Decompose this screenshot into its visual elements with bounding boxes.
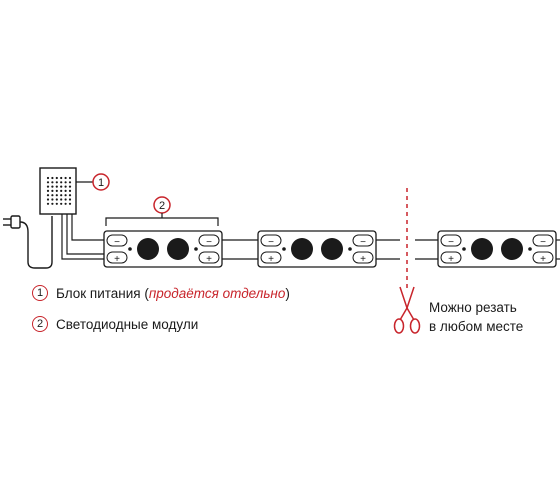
grille-dot — [60, 176, 63, 180]
grille-dot — [68, 202, 72, 205]
svg-text:−: − — [206, 237, 212, 248]
svg-text:2: 2 — [159, 200, 165, 212]
grille-dot — [64, 185, 67, 188]
grille-dot — [68, 198, 72, 201]
grille-dot — [68, 181, 72, 184]
svg-text:1: 1 — [98, 177, 104, 189]
svg-text:+: + — [206, 254, 212, 265]
grille-dot — [68, 185, 72, 188]
grille-dot — [60, 198, 63, 201]
grille-dot — [60, 181, 63, 184]
led-chip — [321, 238, 343, 260]
power-plug-icon — [3, 215, 53, 269]
grille-dot — [55, 185, 58, 188]
grille-dot — [68, 189, 72, 192]
led-chip — [291, 238, 313, 260]
grille-dot — [55, 181, 58, 184]
grille-dot — [55, 198, 58, 201]
svg-text:+: + — [360, 254, 366, 265]
grille-dot — [51, 198, 54, 201]
led-module: − + − + — [437, 230, 557, 268]
legend-label-1: Блок питания (продаётся отдельно) — [56, 285, 290, 301]
grille-dot — [64, 181, 67, 184]
cut-label: Можно резать в любом месте — [429, 298, 523, 336]
led-chip — [471, 238, 493, 260]
grille-dot — [46, 185, 50, 188]
grille-dot — [60, 194, 63, 197]
svg-text:−: − — [448, 237, 454, 248]
grille-dot — [64, 202, 67, 205]
grille-dot — [51, 189, 54, 192]
scissors-icon — [393, 286, 421, 334]
grille-dot — [64, 176, 67, 180]
grille-dot — [60, 202, 63, 205]
grille-dot — [51, 194, 54, 197]
grille-dot — [46, 202, 50, 205]
callout-2: 2 — [105, 196, 219, 226]
grille-dot — [55, 194, 58, 197]
grille-dot — [51, 202, 54, 205]
grille-dot — [46, 198, 50, 201]
cut-label-line-2: в любом месте — [429, 319, 524, 334]
grille-dot — [60, 185, 63, 188]
grille-dot — [51, 185, 54, 188]
legend-item-1: 1 Блок питания (продаётся отдельно) — [32, 285, 290, 301]
grille-dot — [55, 202, 58, 205]
grille-dot — [64, 198, 67, 201]
svg-text:−: − — [268, 237, 274, 248]
svg-text:+: + — [114, 254, 120, 265]
led-chip — [167, 238, 189, 260]
svg-text:−: − — [114, 237, 120, 248]
grille-dot — [46, 181, 50, 184]
svg-text:+: + — [448, 254, 454, 265]
led-chip — [501, 238, 523, 260]
svg-text:+: + — [268, 254, 274, 265]
legend-item-2: 2 Светодиодные модули — [32, 316, 198, 332]
led-module: − + − + — [257, 230, 377, 268]
grille-dot — [51, 181, 54, 184]
grille-dot — [46, 176, 50, 180]
grille-dot — [55, 176, 58, 180]
grille-dot — [46, 189, 50, 192]
grille-dot — [51, 176, 54, 180]
grille-dot — [64, 194, 67, 197]
legend-note-1: продаётся отдельно — [148, 285, 286, 301]
callout-1: 1 — [92, 173, 110, 191]
grille-dot — [46, 194, 50, 197]
led-chip — [137, 238, 159, 260]
supply-wires — [61, 214, 104, 260]
grille-dot — [55, 189, 58, 192]
grille-dot — [68, 194, 72, 197]
legend-number-2: 2 — [32, 316, 48, 332]
svg-text:−: − — [360, 237, 366, 248]
grille-dot — [68, 176, 72, 180]
cut-label-line-1: Можно резать — [429, 300, 517, 315]
grille-dot — [64, 189, 67, 192]
svg-text:−: − — [540, 237, 546, 248]
led-module: − + − + — [103, 230, 223, 268]
legend-label-2: Светодиодные модули — [56, 316, 199, 332]
power-supply-icon — [39, 167, 94, 215]
grille-dot — [60, 189, 63, 192]
legend-number-1: 1 — [32, 285, 48, 301]
svg-text:+: + — [540, 254, 546, 265]
